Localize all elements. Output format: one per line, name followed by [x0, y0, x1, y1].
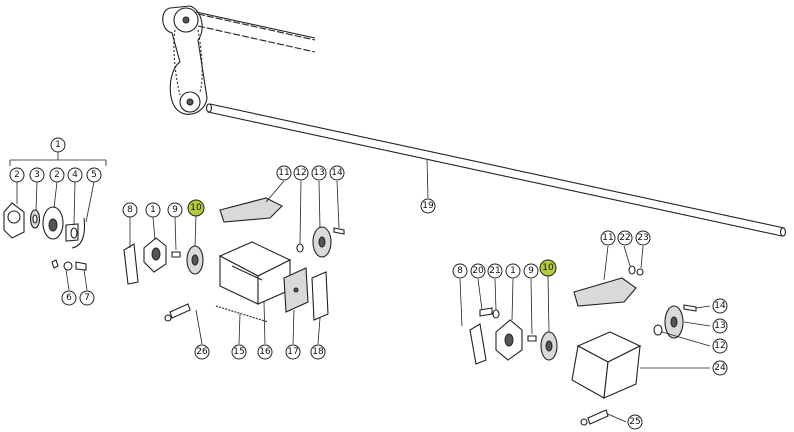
svg-text:24: 24	[714, 363, 726, 373]
svg-text:9: 9	[528, 266, 534, 276]
svg-text:1: 1	[510, 266, 516, 276]
callout-1: 1	[505, 263, 521, 279]
svg-text:4: 4	[72, 170, 78, 180]
svg-text:14: 14	[714, 301, 726, 311]
callout-19: 19	[420, 198, 436, 214]
svg-text:13: 13	[313, 168, 324, 178]
callout-14: 14	[329, 165, 345, 181]
callout-13: 13	[311, 165, 327, 181]
callout-17: 17	[285, 344, 301, 360]
left-gearbox-assembly	[123, 197, 345, 323]
svg-text:25: 25	[629, 417, 640, 427]
svg-text:10: 10	[190, 203, 202, 213]
svg-text:21: 21	[489, 266, 500, 276]
svg-text:10: 10	[542, 263, 554, 273]
callout-1: 1	[145, 202, 161, 218]
chain-drive-assembly	[162, 5, 316, 115]
svg-text:8: 8	[127, 205, 133, 215]
svg-text:1: 1	[150, 205, 156, 215]
svg-text:5: 5	[91, 170, 97, 180]
svg-text:18: 18	[312, 347, 324, 357]
callout-15: 15	[231, 344, 247, 360]
callout-5: 5	[86, 167, 102, 183]
svg-text:11: 11	[602, 233, 613, 243]
svg-text:19: 19	[422, 201, 434, 211]
svg-text:8: 8	[457, 266, 463, 276]
svg-text:17: 17	[287, 347, 298, 357]
svg-text:3: 3	[34, 170, 40, 180]
callout-13: 13	[712, 318, 728, 334]
callout-10-highlighted: 10	[187, 199, 205, 217]
svg-text:16: 16	[259, 347, 271, 357]
svg-text:7: 7	[84, 293, 90, 303]
svg-text:9: 9	[172, 205, 178, 215]
callout-11: 11	[600, 230, 616, 246]
left-bearing-set	[3, 202, 87, 271]
right-gearbox-assembly	[469, 265, 697, 426]
callout-16: 16	[257, 344, 273, 360]
callout-12: 12	[293, 165, 309, 181]
svg-text:12: 12	[295, 168, 306, 178]
callout-9: 9	[523, 263, 539, 279]
svg-text:15: 15	[233, 347, 244, 357]
callout-8: 8	[122, 202, 138, 218]
svg-text:1: 1	[55, 140, 61, 150]
callout-18: 18	[310, 344, 326, 360]
callout-1: 1	[50, 137, 66, 153]
leader-lines	[9, 152, 711, 423]
svg-text:23: 23	[637, 233, 648, 243]
callout-12: 12	[712, 338, 728, 354]
callout-6: 6	[61, 290, 77, 306]
callout-8: 8	[452, 263, 468, 279]
callout-24: 24	[712, 360, 728, 376]
callout-3: 3	[29, 167, 45, 183]
svg-text:13: 13	[714, 321, 725, 331]
long-shaft	[205, 103, 787, 237]
callout-20: 20	[470, 263, 486, 279]
svg-text:14: 14	[331, 168, 343, 178]
callout-25: 25	[627, 414, 643, 430]
callout-26: 26	[194, 344, 210, 360]
callout-10-highlighted: 10	[539, 259, 557, 277]
callout-11: 11	[276, 165, 292, 181]
callout-21: 21	[487, 263, 503, 279]
svg-text:11: 11	[278, 168, 289, 178]
callout-14: 14	[712, 298, 728, 314]
svg-text:22: 22	[619, 233, 630, 243]
callout-22: 22	[617, 230, 633, 246]
callout-7: 7	[79, 290, 95, 306]
svg-text:6: 6	[66, 293, 72, 303]
callout-23: 23	[635, 230, 651, 246]
svg-text:20: 20	[472, 266, 484, 276]
svg-text:2: 2	[14, 170, 20, 180]
svg-text:12: 12	[714, 341, 725, 351]
svg-text:26: 26	[196, 347, 208, 357]
callout-4: 4	[67, 167, 83, 183]
callout-2: 2	[9, 167, 25, 183]
callout-2: 2	[49, 167, 65, 183]
callout-9: 9	[167, 202, 183, 218]
svg-text:2: 2	[54, 170, 60, 180]
